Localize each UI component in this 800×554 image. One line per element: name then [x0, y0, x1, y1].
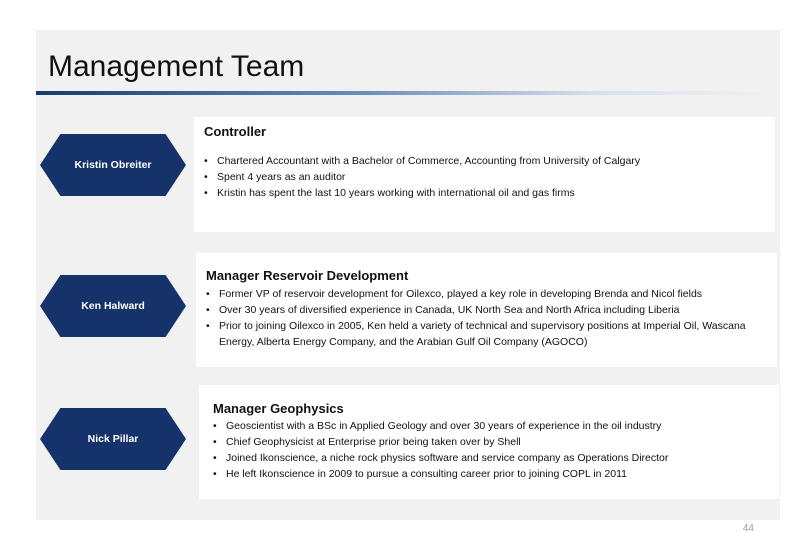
bullet-item: He left Ikonscience in 2009 to pursue a …: [213, 466, 769, 482]
bullet-item: Prior to joining Oilexco in 2005, Ken he…: [206, 318, 767, 350]
member-name-badge: Nick Pillar: [40, 408, 186, 470]
member-name: Nick Pillar: [87, 433, 139, 445]
page-number: 44: [742, 523, 754, 534]
member-role: Manager Geophysics: [213, 401, 344, 416]
member-bullets: Chartered Accountant with a Bachelor of …: [204, 153, 761, 201]
bullet-item: Chief Geophysicist at Enterprise prior b…: [213, 434, 769, 450]
bullet-item: Spent 4 years as an auditor: [204, 169, 761, 185]
page-title: Management Team: [48, 50, 305, 83]
member-card: Manager Reservoir Development Former VP …: [196, 253, 777, 367]
member-card: Manager Geophysics Geoscientist with a B…: [199, 385, 779, 499]
member-role: Manager Reservoir Development: [206, 268, 409, 283]
member-bullets: Geoscientist with a BSc in Applied Geolo…: [213, 418, 769, 482]
member-name: Ken Halward: [81, 300, 145, 312]
member-role: Controller: [204, 124, 267, 139]
bullet-item: Chartered Accountant with a Bachelor of …: [204, 153, 761, 169]
member-card: Controller Chartered Accountant with a B…: [194, 117, 775, 232]
member-bullets: Former VP of reservoir development for O…: [206, 286, 767, 350]
bullet-item: Over 30 years of diversified experience …: [206, 302, 767, 318]
bullet-item: Former VP of reservoir development for O…: [206, 286, 767, 302]
member-name: Kristin Obreiter: [74, 159, 152, 171]
title-underline: [36, 91, 780, 95]
member-name-badge: Ken Halward: [40, 275, 186, 337]
bullet-item: Geoscientist with a BSc in Applied Geolo…: [213, 418, 769, 434]
member-name-badge: Kristin Obreiter: [40, 134, 186, 196]
bullet-item: Kristin has spent the last 10 years work…: [204, 185, 761, 201]
bullet-item: Joined Ikonscience, a niche rock physics…: [213, 450, 769, 466]
